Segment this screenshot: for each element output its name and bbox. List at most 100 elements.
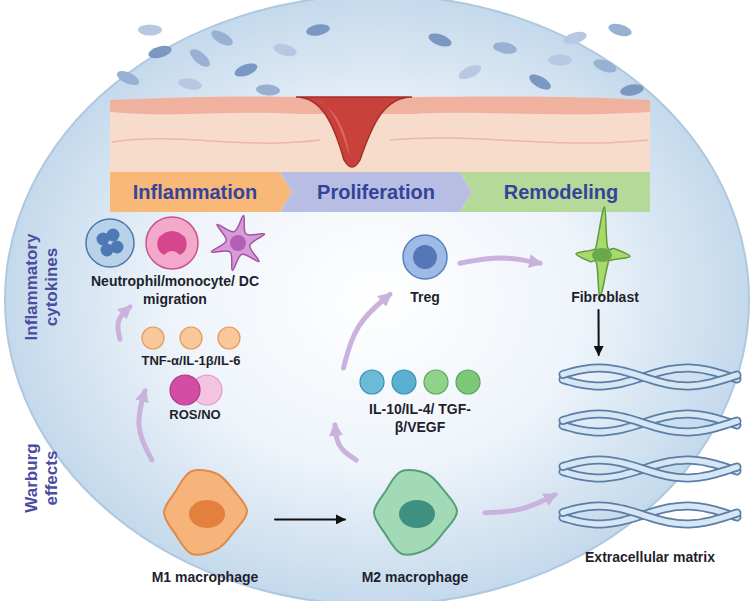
cell-node: M1 macrophage (135, 460, 275, 592)
neutrophil-body (86, 219, 134, 267)
bacterium (256, 83, 281, 96)
dendritic-nucleus (230, 235, 246, 251)
macrophage-body (374, 470, 457, 555)
bacterium (607, 22, 633, 39)
pathway-arrow (139, 391, 152, 460)
wound (296, 97, 412, 167)
phase-chevron (280, 172, 472, 212)
bacterium (457, 62, 483, 82)
radical-group: ROS/NO (145, 374, 245, 422)
node-label: ROS/NO (145, 406, 245, 423)
bacterium (233, 61, 259, 80)
pathway-arrow (118, 307, 130, 339)
phase-chevron (110, 172, 292, 212)
pathway-arrow (335, 425, 356, 460)
cell-node: Fibroblast (540, 225, 670, 310)
node-label: Treg (390, 288, 460, 306)
bacterium (138, 25, 162, 36)
dendritic-cell (211, 216, 264, 271)
cell-node: Treg (390, 232, 460, 310)
collagen-fiber-outline (563, 506, 737, 524)
cytokine-dot (360, 370, 384, 394)
cell-group: Neutrophil/monocyte/ DC migration (85, 212, 265, 307)
node-label: IL-10/IL-4/ TGF-β/VEGF (360, 400, 480, 436)
pathway-arrow (460, 258, 540, 263)
bacterium (527, 71, 553, 93)
macrophage-cell (374, 470, 457, 555)
node-label: Remodeling (472, 181, 650, 203)
bacterium (115, 68, 141, 88)
collagen-fiber-outline (563, 368, 737, 386)
collagen-fiber-outline (563, 460, 737, 478)
bacterium (305, 22, 331, 37)
matrix-node: Extracellular matrix (555, 355, 745, 570)
node-label: Fibroblast (540, 288, 670, 306)
fibroblast-cell (576, 207, 630, 297)
bacterium (187, 46, 212, 70)
node-label: Extracellular matrix (555, 548, 745, 566)
cytokine-dot (456, 370, 480, 394)
bacterium (427, 31, 453, 50)
treg-body (403, 235, 447, 279)
macrophage-nucleus (189, 500, 225, 528)
neutrophil-nucleus (107, 229, 120, 242)
dermis-line (112, 139, 320, 143)
connector-group (118, 258, 599, 520)
macrophage-body (164, 470, 247, 555)
cytokine-dot (142, 327, 164, 349)
radical-dot (170, 375, 200, 405)
background-oval (5, 0, 749, 601)
collagen-fiber-outline (563, 414, 737, 432)
dermis-line (390, 138, 648, 143)
macrophage-nucleus (399, 500, 435, 528)
wound-highlight (316, 100, 350, 158)
phase-banner: Remodeling (460, 172, 650, 212)
bacterium (272, 42, 298, 59)
collagen-fiber-outline (563, 460, 737, 478)
fibroblast-nucleus (592, 248, 612, 262)
node-label: M2 macrophage (345, 568, 485, 586)
axis-side-label: Inflammatory cytokines (22, 212, 62, 362)
monocyte-nucleus (157, 231, 186, 255)
axis-side-label: Warburg effects (22, 423, 62, 533)
bacterium (209, 27, 235, 49)
node-label: TNF-α/IL-1β/IL-6 (120, 352, 262, 369)
node-label: Inflammation (110, 181, 280, 203)
cytokine-dot (424, 370, 448, 394)
cytokine-dot (180, 327, 202, 349)
collagen-fiber (563, 368, 737, 386)
node-label: Proliferation (292, 181, 460, 203)
pathway-arrow (344, 294, 391, 368)
fibroblast-body (576, 207, 630, 297)
collagen-fiber (563, 506, 737, 524)
node-label: M1 macrophage (135, 568, 275, 586)
monocyte-cell (146, 217, 198, 269)
bacterium (548, 55, 572, 66)
bacteria-group (115, 22, 645, 98)
collagen-fiber (563, 506, 737, 524)
node-shape (555, 355, 745, 570)
cytokine-group: TNF-α/IL-1β/IL-6 (120, 326, 262, 370)
collagen-fiber (563, 414, 737, 432)
phase-banner: Proliferation (280, 172, 472, 212)
cell-node: M2 macrophage (345, 460, 485, 592)
cytokine-dot (392, 370, 416, 394)
node-label: Neutrophil/monocyte/ DC migration (85, 272, 265, 308)
skin-section (110, 96, 650, 172)
pathway-arrow (275, 518, 345, 520)
pathway-arrow (598, 310, 600, 355)
bacterium (562, 30, 588, 47)
bacterium (619, 82, 645, 97)
treg-nucleus (413, 245, 437, 269)
bacterium (177, 76, 203, 91)
collagen-fiber (563, 414, 737, 432)
cytokine-group: IL-10/IL-4/ TGF-β/VEGF (335, 368, 505, 444)
neutrophil-cell (86, 219, 134, 267)
macrophage-cell (164, 470, 247, 555)
cytokine-dot (218, 327, 240, 349)
collagen-fiber-outline (563, 414, 737, 432)
collagen-fiber (563, 460, 737, 478)
